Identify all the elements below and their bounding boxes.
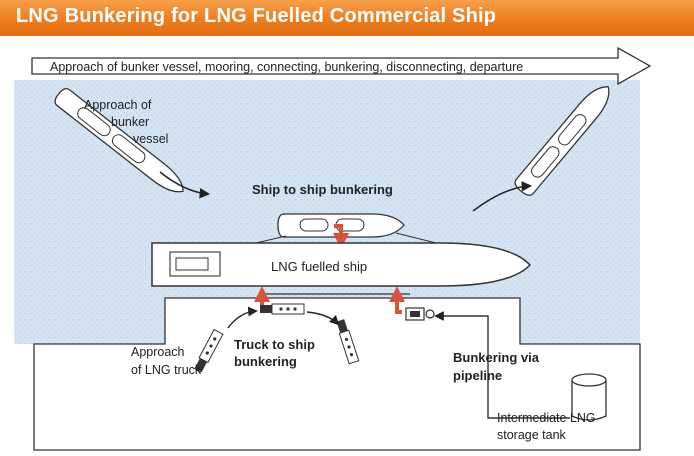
approach-truck-label-1: Approach bbox=[131, 345, 185, 359]
truck-at-quay bbox=[260, 303, 305, 315]
approaching-truck bbox=[194, 328, 224, 373]
approach-arrow bbox=[159, 171, 211, 199]
tank-label-2: storage tank bbox=[497, 428, 567, 442]
ship-to-ship-label: Ship to ship bunkering bbox=[252, 182, 393, 197]
pipeline-flow-arrow bbox=[389, 286, 405, 314]
approach-bunker-label-3: vessel bbox=[133, 132, 168, 146]
approach-truck-label-2: of LNG truck bbox=[131, 363, 202, 377]
departure-arrow bbox=[472, 181, 533, 212]
pipeline-label-2: pipeline bbox=[453, 368, 502, 383]
page-title: LNG Bunkering for LNG Fuelled Commercial… bbox=[16, 5, 497, 27]
truck-approach-arrow bbox=[227, 306, 258, 329]
approach-bunker-label-2: bunker bbox=[111, 115, 149, 129]
tank-label-1: Intermediate LNG bbox=[497, 411, 596, 425]
timeline-label: Approach of bunker vessel, mooring, conn… bbox=[50, 60, 523, 74]
lng-fuelled-ship bbox=[151, 242, 532, 287]
truck-to-ship-label-2: bunkering bbox=[234, 354, 297, 369]
truck-departure-arrow bbox=[306, 311, 340, 326]
pipeline-route bbox=[434, 311, 570, 419]
approaching-bunker-vessel bbox=[54, 87, 184, 193]
truck-to-ship-label-1: Truck to ship bbox=[234, 337, 315, 352]
ship-to-ship-flow-arrow bbox=[333, 224, 349, 249]
pipeline-label-1: Bunkering via bbox=[453, 350, 540, 365]
title-banner: LNG Bunkering for LNG Fuelled Commercial… bbox=[0, 0, 694, 36]
pipeline-manifold bbox=[405, 307, 435, 321]
timeline-arrow bbox=[31, 46, 652, 86]
storage-tank bbox=[571, 373, 607, 421]
fuelled-ship-label: LNG fuelled ship bbox=[271, 259, 367, 274]
approach-bunker-label-1: Approach of bbox=[84, 98, 152, 112]
